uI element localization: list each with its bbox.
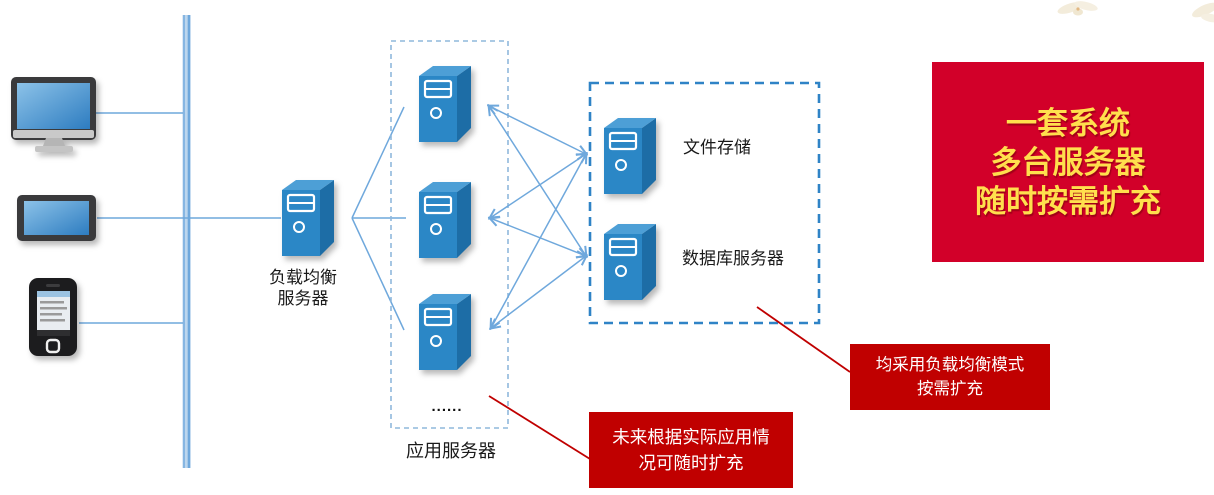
file-storage-label: 文件存储 bbox=[683, 138, 751, 157]
system-banner: 一套系统 多台服务器 随时按需扩充 bbox=[932, 62, 1204, 262]
app-server-icon-1 bbox=[417, 64, 473, 144]
banner-line1: 一套系统 bbox=[1006, 105, 1130, 141]
decorative-flower-right bbox=[1192, 2, 1214, 23]
storage-dashed-box bbox=[588, 81, 821, 325]
load-balancer-label-line2: 服务器 bbox=[277, 289, 329, 308]
load-balancer-label: 负载均衡 服务器 bbox=[253, 267, 353, 309]
app-storage-arrows bbox=[489, 106, 586, 328]
app-server-icon-2 bbox=[417, 180, 473, 260]
database-server-icon bbox=[602, 222, 658, 302]
app-expansion-callout: 未来根据实际应用情 况可随时扩充 bbox=[589, 412, 793, 488]
tablet-icon bbox=[17, 195, 96, 241]
decorative-flower-left bbox=[1057, 1, 1098, 16]
banner-line2: 多台服务器 bbox=[990, 144, 1146, 180]
app-expansion-callout-line1: 未来根据实际应用情 bbox=[612, 427, 770, 447]
network-bus bbox=[182, 15, 191, 468]
banner-line3: 随时按需扩充 bbox=[975, 183, 1161, 219]
smartphone-icon bbox=[29, 278, 77, 356]
app-servers-label: 应用服务器 bbox=[406, 441, 496, 461]
database-server-label: 数据库服务器 bbox=[682, 249, 784, 268]
storage-callout-line2: 按需扩充 bbox=[917, 380, 983, 398]
more-servers-ellipsis: ...... bbox=[431, 398, 463, 415]
load-balancer-server-icon bbox=[280, 178, 336, 258]
file-storage-server-icon bbox=[602, 116, 658, 196]
app-server-icon-3 bbox=[417, 292, 473, 372]
desktop-icon bbox=[11, 77, 96, 152]
loadbalancer-fanout-lines bbox=[351, 106, 406, 331]
storage-callout-line1: 均采用负载均衡模式 bbox=[875, 356, 1025, 374]
load-balancer-label-line1: 负载均衡 bbox=[269, 268, 337, 287]
leader-line-app-callout bbox=[488, 395, 591, 460]
leader-line-storage-callout bbox=[756, 306, 851, 373]
storage-callout: 均采用负载均衡模式 按需扩充 bbox=[850, 344, 1050, 410]
app-expansion-callout-line2: 况可随时扩充 bbox=[638, 453, 744, 473]
